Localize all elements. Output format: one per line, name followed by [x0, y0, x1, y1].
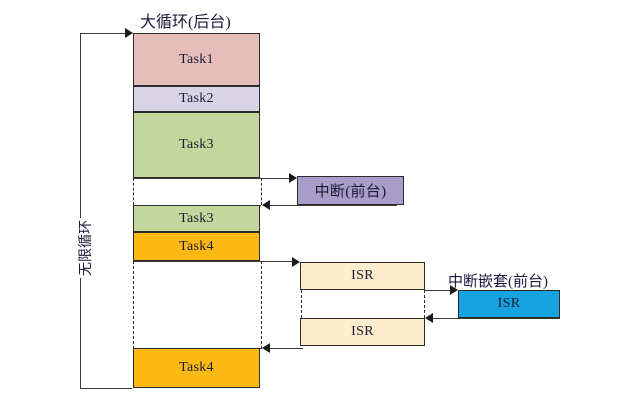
task-box-label: Task4	[179, 238, 214, 254]
loop-arrow-icon	[125, 28, 133, 38]
arrow-line-to-isr	[261, 261, 295, 262]
task-box-task1: Task1	[133, 33, 260, 86]
arrow-from-interrupt-icon	[262, 200, 270, 210]
isr-box-label: ISR	[351, 268, 374, 283]
isr-box-first: ISR	[300, 262, 425, 290]
gap2-top-line	[133, 261, 261, 262]
figure-caption	[0, 393, 641, 405]
isr-box-second: ISR	[300, 318, 425, 346]
dashed-guide-right-upper	[261, 178, 262, 205]
arrow-to-nested-isr-icon	[450, 285, 458, 295]
task-box-label: Task2	[179, 91, 214, 106]
isr-box-label: ISR	[351, 324, 374, 339]
diagram-title-main-loop: 大循环(后台)	[140, 14, 231, 31]
task-box-task2: Task2	[133, 86, 260, 112]
interrupt-box-label: 中断(前台)	[314, 184, 387, 200]
dashed-guide-right-lower	[261, 261, 262, 349]
task-box-label: Task3	[179, 137, 214, 152]
task-box-task3-second: Task3	[133, 205, 260, 232]
loop-bracket-bottom	[80, 388, 132, 389]
task-box-label: Task3	[179, 210, 214, 226]
task-box-label: Task4	[179, 360, 214, 375]
arrow-line-from-interrupt	[267, 205, 397, 206]
isr-box-label: ISR	[497, 296, 521, 311]
dashed-guide-left-lower	[133, 261, 134, 349]
task-box-label: Task1	[179, 51, 214, 67]
isr-box-nested: ISR	[458, 290, 560, 318]
dashed-guide-isr-right	[424, 290, 425, 318]
arrow-line-to-nested-isr	[425, 290, 453, 291]
dashed-guide-left-upper	[133, 178, 134, 205]
loop-label-infinite: 无限循环	[75, 218, 95, 278]
task-box-task3-first: Task3	[133, 112, 260, 178]
gap-top-line	[133, 178, 261, 179]
arrow-from-isr-icon	[262, 343, 270, 353]
arrow-line-from-isr	[267, 348, 303, 349]
arrow-line-to-interrupt	[261, 178, 292, 179]
diagram-title-nested-interrupt: 中断嵌套(前台)	[448, 274, 548, 290]
dashed-guide-isr-left	[301, 290, 302, 318]
task-box-task4-first: Task4	[133, 232, 260, 261]
task-box-task4-last: Task4	[133, 348, 260, 388]
arrow-line-from-nested-isr	[430, 318, 560, 319]
loop-bracket-vertical	[80, 33, 81, 388]
arrow-to-interrupt-icon	[289, 173, 297, 183]
arrow-to-isr-icon	[292, 257, 300, 267]
interrupt-box-foreground: 中断(前台)	[297, 176, 404, 205]
arrow-from-nested-isr-icon	[425, 313, 433, 323]
loop-bracket-top	[80, 33, 127, 34]
